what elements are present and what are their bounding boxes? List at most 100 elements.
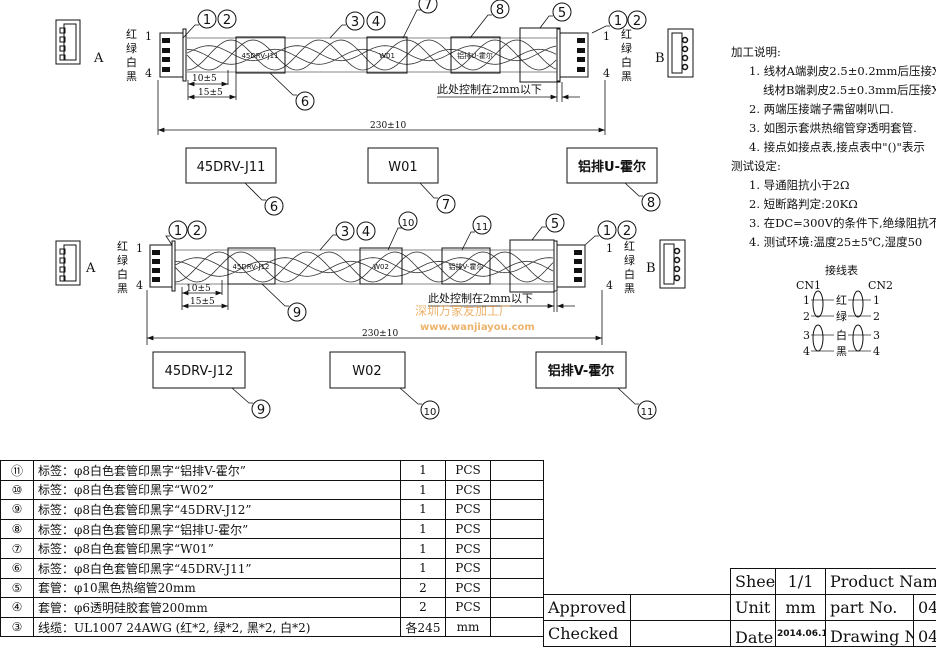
approved-signature[interactable] bbox=[630, 594, 731, 621]
junction-loop bbox=[812, 324, 824, 352]
date-value: 2014.06.12 bbox=[775, 620, 826, 647]
wire bbox=[186, 39, 557, 71]
bom-desc: 标签：φ8白色套管印黑字“铝排V-霍尔” bbox=[33, 460, 401, 481]
bom-qty: 2 bbox=[400, 577, 446, 599]
callout-balloon: 11 bbox=[461, 215, 492, 251]
callout-balloon: 5 bbox=[539, 2, 572, 29]
balloon-number: 1 bbox=[614, 14, 622, 29]
balloon-number: 8 bbox=[496, 3, 504, 18]
dim-total-length: 230±10 bbox=[362, 329, 398, 339]
balloon-number: 7 bbox=[442, 198, 450, 213]
wire-color-white: 白 bbox=[117, 267, 128, 281]
wire-color-white: 白 bbox=[126, 55, 137, 69]
cn1-pin: 3 bbox=[803, 329, 810, 342]
balloon-number: 9 bbox=[257, 403, 265, 418]
pin-4-label: 4 bbox=[136, 279, 143, 292]
test-note: 4. 测试环境:温度25±5℃,湿度50 bbox=[749, 235, 923, 249]
connector-b-housing bbox=[553, 240, 586, 292]
heat-shrink-sleeve bbox=[519, 27, 561, 83]
callout-balloon: 4 bbox=[366, 11, 386, 31]
bom-desc: 线缆：UL1007 24AWG (红*2, 绿*2, 黑*2, 白*2) bbox=[33, 616, 401, 638]
product-name-label: Product Name: bbox=[825, 568, 936, 595]
wire-color-green-b: 绿 bbox=[621, 41, 632, 55]
cable-drawing-2: A 红 绿 白 黑 1 4 1 4 红 绿 白 黑 45DRV-J12 W02 … bbox=[55, 239, 686, 389]
callout-balloon: 9 bbox=[231, 387, 271, 419]
connector-a-housing bbox=[159, 28, 187, 82]
approved-label: Approved bbox=[543, 594, 631, 621]
bom-no: ③ bbox=[0, 616, 34, 638]
balloon-number: 1 bbox=[203, 13, 211, 28]
tag-text: 铝排V-霍尔 bbox=[548, 363, 615, 379]
bom-desc: 标签：φ8白色套管印黑字“铝排U-霍尔” bbox=[33, 518, 401, 540]
unit-value: mm bbox=[775, 594, 826, 621]
test-note: 3. 在DC=300V的条件下,绝缘阻抗不 bbox=[749, 216, 936, 230]
tag-text: W01 bbox=[388, 160, 417, 175]
bom-remark bbox=[490, 460, 544, 481]
junction-loop bbox=[852, 324, 864, 352]
sleeve-label: 45DRV-J11 bbox=[241, 52, 278, 60]
bom-unit: PCS bbox=[445, 518, 491, 540]
tag-text: W02 bbox=[352, 364, 381, 379]
processing-notes: 加工说明: 1. 线材A端剥皮2.5±0.2mm后压接XH 线材B端剥皮2.5±… bbox=[731, 43, 936, 252]
checked-label: Checked bbox=[543, 620, 631, 647]
callout-balloon: 4 bbox=[356, 221, 376, 241]
checked-signature[interactable] bbox=[630, 620, 731, 647]
dim-sleeve-offset: 15±5 bbox=[198, 88, 223, 98]
balloon-number: 2 bbox=[633, 14, 641, 29]
bom-remark bbox=[490, 479, 544, 501]
callout-balloon: 7 bbox=[402, 0, 438, 39]
gap-note: 此处控制在2mm以下 bbox=[437, 82, 542, 96]
dim-strip-length: 10±5 bbox=[192, 74, 217, 84]
tag-box-aluminum-v-hall: 铝排V-霍尔 bbox=[535, 351, 627, 389]
balloon-number: 4 bbox=[372, 15, 380, 30]
wire-color-white-b: 白 bbox=[621, 55, 632, 69]
balloon-number: 7 bbox=[424, 0, 432, 13]
twisted-cable bbox=[186, 37, 557, 73]
connector-b-end-view bbox=[667, 28, 694, 78]
tag-box-w01: W01 bbox=[367, 147, 439, 184]
cn2-pin: 2 bbox=[873, 310, 880, 323]
callout-balloon: 10 bbox=[387, 211, 418, 251]
part-no-value: 04 bbox=[913, 594, 936, 621]
bom-qty: 2 bbox=[400, 597, 446, 618]
unit-label: Unit bbox=[730, 594, 776, 621]
callout-balloon: 11 bbox=[617, 387, 657, 420]
dim-total-length: 230±10 bbox=[370, 121, 406, 131]
connector-b-housing bbox=[556, 28, 589, 82]
connector-b-end-view bbox=[659, 239, 686, 289]
wire-color-red: 红 bbox=[126, 28, 137, 41]
connector-a-end-view bbox=[55, 19, 81, 65]
bom-no: ⑥ bbox=[0, 557, 34, 579]
balloon-number: 6 bbox=[301, 95, 309, 110]
cn2-label: CN2 bbox=[868, 279, 893, 292]
end-b-label: B bbox=[646, 261, 656, 276]
bom-qty: 1 bbox=[400, 499, 446, 520]
balloon-number: 5 bbox=[551, 217, 559, 232]
tag-text: 45DRV-J12 bbox=[165, 364, 234, 379]
sheet-value: 1/1 bbox=[775, 568, 826, 595]
balloon-number: 5 bbox=[558, 6, 566, 21]
balloon-number: 8 bbox=[647, 196, 655, 211]
cn1-pin: 2 bbox=[803, 310, 810, 323]
bom-desc: 套管：φ6透明硅胶套管200mm bbox=[33, 597, 401, 618]
watermark: 深圳万家友加工厂 www.wanjiayou.com bbox=[415, 303, 535, 333]
junction-loop bbox=[812, 290, 824, 318]
callout-balloon: 7 bbox=[419, 182, 456, 214]
tag-text: 45DRV-J11 bbox=[197, 160, 266, 175]
callout-balloon: 2 bbox=[187, 220, 207, 240]
callout-balloon: 2 bbox=[217, 9, 237, 29]
bom-remark bbox=[490, 557, 544, 579]
pin-1-label-b: 1 bbox=[606, 242, 613, 255]
wiring-table-title: 接线表 bbox=[825, 263, 858, 277]
balloon-number: 2 bbox=[223, 13, 231, 28]
callout-balloon: 1 bbox=[165, 220, 188, 246]
